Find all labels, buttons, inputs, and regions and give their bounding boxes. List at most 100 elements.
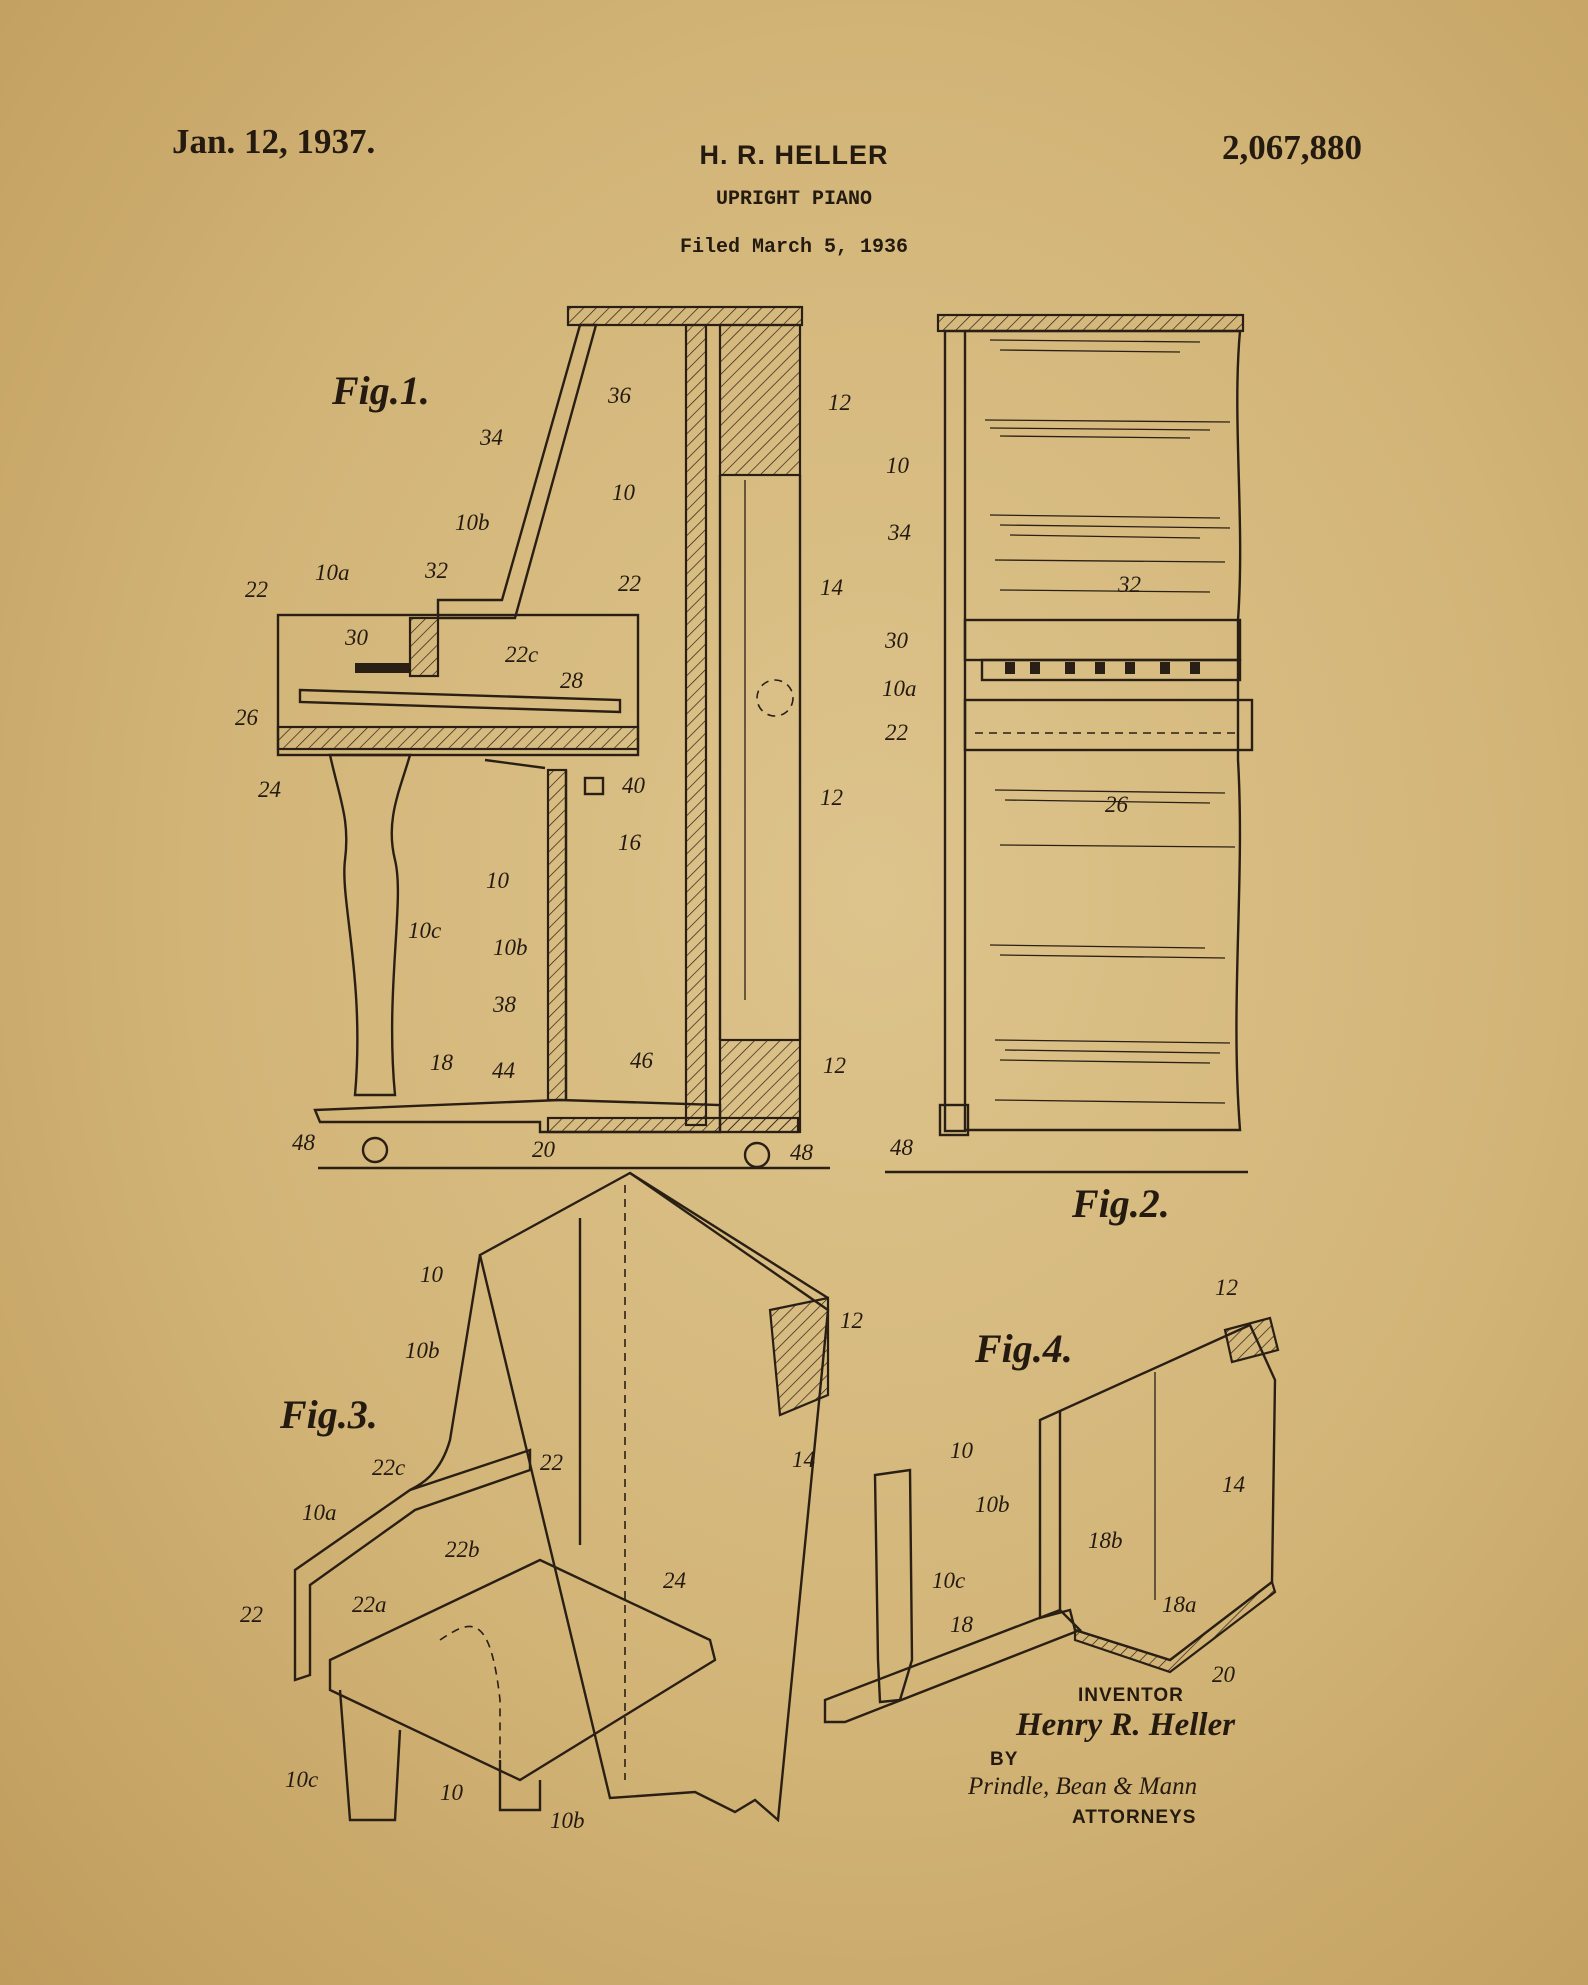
- fig2-refs: 10 34 32 30 10a 22 26 48: [882, 453, 1141, 1160]
- figure-2-front-view: Fig.2. 10 34 32 30 10a 22 26 48: [882, 313, 1254, 1226]
- patent-date: Jan. 12, 1937.: [172, 122, 376, 161]
- fig1-dashed-circle: [756, 679, 794, 717]
- fig2-ref: 48: [890, 1135, 914, 1160]
- fig1-ref: 22: [245, 577, 268, 602]
- fig1-ref: 38: [492, 992, 517, 1017]
- fig1-ref: 10: [612, 480, 636, 505]
- fig1-ref: 48: [292, 1130, 316, 1155]
- fig4-ref: 12: [1215, 1275, 1238, 1300]
- fig4-ref: 10c: [932, 1568, 965, 1593]
- fig2-ref: 26: [1105, 792, 1129, 817]
- fig4-ref: 18b: [1088, 1528, 1123, 1553]
- fig1-front-leg: [328, 753, 412, 1097]
- fig3-refs: 10 12 10b 14 22c 22 10a 22b 22 22a 24 10…: [240, 1262, 863, 1833]
- fig3-ref: 14: [792, 1447, 815, 1472]
- fig1-pedal-40: [583, 776, 605, 796]
- fig2-ref: 32: [1117, 572, 1141, 597]
- fig4-ref: 20: [1212, 1662, 1236, 1687]
- fig1-ref: 44: [492, 1058, 515, 1083]
- attorneys-label: ATTORNEYS: [1072, 1807, 1197, 1828]
- fig1-ref: 16: [618, 830, 642, 855]
- inventor-signature: Henry R. Heller: [1016, 1707, 1236, 1743]
- fig1-lower-panel: [546, 768, 568, 1102]
- figure-3-perspective: Fig.3. 10 12 10b 14 22c 22 10a 22b 22 22…: [240, 1171, 863, 1833]
- fig3-side-panel: [478, 1171, 830, 1823]
- fig3-leg-10b: [498, 1760, 542, 1812]
- fig1-ref: 10b: [455, 510, 490, 535]
- fig3-front-edge: [409, 1254, 482, 1492]
- fig1-keys: [298, 688, 622, 714]
- fig1-ref: 28: [560, 668, 584, 693]
- fig1-refs: 36 12 34 10 10b 22 10a 32 22 14 30 22c 2…: [235, 383, 851, 1165]
- fig3-ref: 10: [420, 1262, 444, 1287]
- fig1-ref: 40: [622, 773, 646, 798]
- fig3-ref: 22a: [352, 1592, 387, 1617]
- fig3-ref: 10c: [285, 1767, 318, 1792]
- fig3-ref: 10: [440, 1780, 464, 1805]
- fig1-ref: 14: [820, 575, 843, 600]
- fig2-caster: [938, 1103, 970, 1137]
- filing-date: Filed March 5, 1936: [679, 236, 909, 259]
- fig4-ref: 18: [950, 1612, 974, 1637]
- fig1-ref: 18: [430, 1050, 454, 1075]
- fig3-ref: 22: [540, 1450, 563, 1475]
- fig3-label: Fig.3.: [279, 1392, 378, 1437]
- fig1-ref: 10: [486, 868, 510, 893]
- fig1-bottom-rail: [546, 1116, 800, 1134]
- figure-1-side-section: Fig.1. 36 12 34 10 10b 22 10a 32 22 14 3…: [235, 305, 851, 1170]
- fig2-ref: 22: [885, 720, 908, 745]
- fig1-ref: 32: [424, 558, 448, 583]
- fig3-post-12: [768, 1296, 830, 1417]
- fig3-ref: 12: [840, 1308, 863, 1333]
- fig3-key-cheek: [293, 1448, 532, 1682]
- fig3-leg-10c: [338, 1689, 402, 1822]
- fig1-ref: 12: [823, 1053, 846, 1078]
- fig2-ref: 30: [884, 628, 909, 653]
- fig3-ref: 22c: [372, 1455, 405, 1480]
- fig4-base-18: [823, 1608, 1083, 1724]
- fig3-ref: 22: [240, 1602, 263, 1627]
- fig1-ref: 34: [479, 425, 503, 450]
- fig1-ref: 36: [607, 383, 632, 408]
- fig1-key-case: [276, 613, 640, 757]
- fig1-key-block-30: [408, 616, 440, 678]
- fig4-label: Fig.4.: [974, 1326, 1073, 1371]
- fig1-key-bed: [276, 725, 640, 751]
- fig1-label: Fig.1.: [331, 368, 430, 413]
- fig1-ref: 22: [618, 571, 641, 596]
- fig1-pedal-rod: [484, 758, 546, 770]
- fig4-leg-10c: [873, 1468, 914, 1704]
- fig1-ref: 22c: [505, 642, 538, 667]
- fig1-ref: 20: [532, 1137, 556, 1162]
- inventor-label: INVENTOR: [1078, 1685, 1184, 1706]
- fig4-ref: 10: [950, 1438, 974, 1463]
- figure-4-base-detail: Fig.4. 12 10 10b 14 18b 10c 18 18a 20: [823, 1275, 1280, 1724]
- fig1-ref: 10a: [315, 560, 350, 585]
- fig1-ref: 48: [790, 1140, 814, 1165]
- fig2-shading: [984, 339, 1236, 1104]
- fig3-ref: 10b: [405, 1338, 440, 1363]
- fig1-key-cap: [355, 663, 410, 673]
- fig1-ref: 24: [258, 777, 281, 802]
- fig1-ref: 10b: [493, 935, 528, 960]
- fig2-ref: 10a: [882, 676, 917, 701]
- fig2-ref: 10: [886, 453, 910, 478]
- fig4-ref: 14: [1222, 1472, 1245, 1497]
- fig2-top-board: [936, 313, 1245, 333]
- fig3-ref: 24: [663, 1568, 686, 1593]
- fig1-front-panel: [436, 323, 598, 620]
- fig1-ref: 12: [828, 390, 851, 415]
- fig4-ref: 18a: [1162, 1592, 1197, 1617]
- patent-number: 2,067,880: [1222, 128, 1362, 167]
- fig2-label: Fig.2.: [1071, 1181, 1170, 1226]
- fig2-key-bed: [963, 698, 1254, 752]
- fig4-post-12: [1223, 1316, 1280, 1364]
- fig1-caster-front: [361, 1136, 389, 1164]
- fig4-refs: 12 10 10b 14 18b 10c 18 18a 20: [932, 1275, 1245, 1687]
- fig2-keys: [980, 658, 1242, 682]
- fig2-body-outline: [965, 329, 1242, 1132]
- fig1-ref: 12: [820, 785, 843, 810]
- fig1-top-board: [566, 305, 804, 327]
